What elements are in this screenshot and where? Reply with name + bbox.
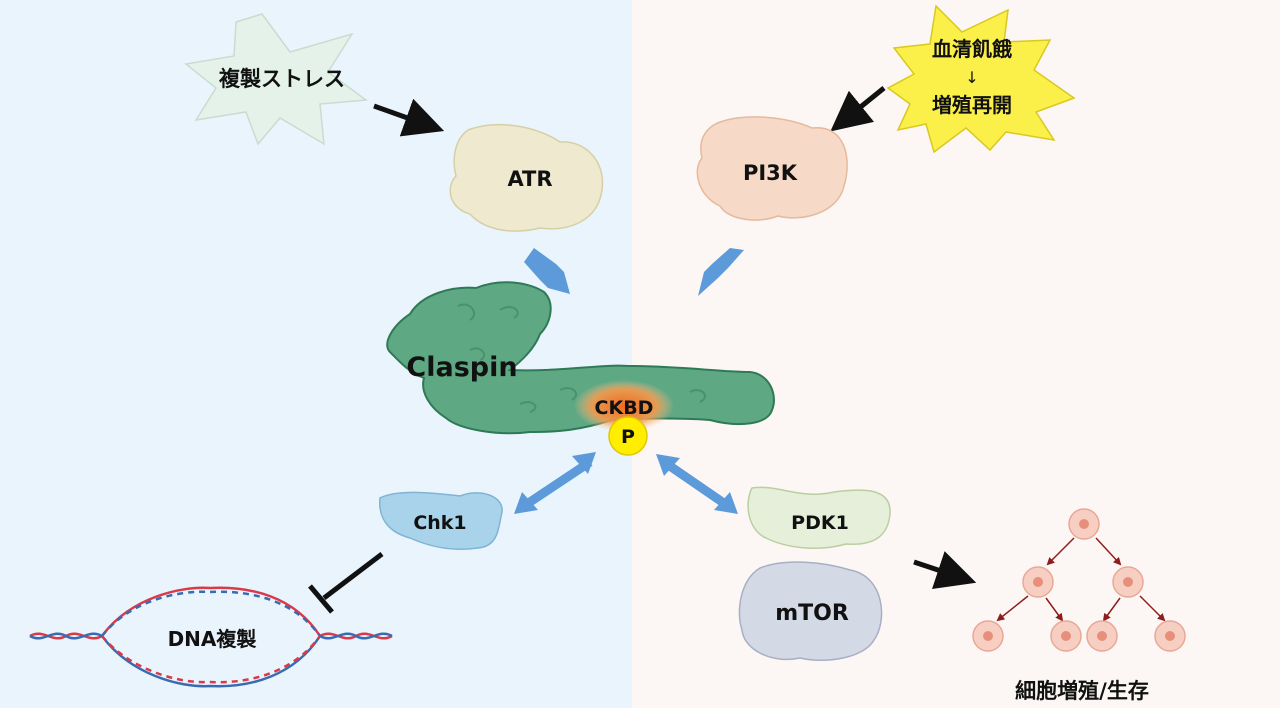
proliferation-survival-label: 細胞増殖/生存 — [1015, 679, 1149, 703]
mtor-label: mTOR — [775, 601, 849, 626]
chk1-label: Chk1 — [413, 512, 466, 534]
stress-to-atr-arrow — [373, 98, 445, 137]
ckbd-label: CKBD — [595, 397, 654, 419]
phospho-circle — [608, 416, 648, 456]
chk1-protein — [379, 491, 503, 551]
chk1-inhibits-dna-replication — [308, 552, 384, 614]
pi3k-to-claspin-arrow — [698, 248, 744, 296]
pi3k-label: PI3K — [743, 161, 798, 185]
dna-replication-label: DNA複製 — [168, 627, 257, 651]
claspin-pdk1-arrow — [656, 454, 738, 514]
atr-protein — [449, 123, 604, 232]
atr-to-claspin-arrow — [524, 248, 570, 294]
growth-restart-label: 増殖再開 — [932, 93, 1012, 117]
atr-label: ATR — [507, 167, 552, 191]
replication-stress-label: 複製ストレス — [218, 67, 345, 91]
phospho-label: P — [621, 426, 635, 448]
mtor-to-proliferation-arrow — [913, 551, 977, 590]
claspin-chk1-arrow — [514, 452, 596, 514]
pdk1-protein — [747, 486, 891, 549]
pdk1-label: PDK1 — [791, 512, 849, 534]
serum-to-pi3k-arrow — [830, 86, 886, 132]
claspin-label: Claspin — [406, 352, 517, 383]
cell-lineage-tree-icon — [972, 508, 1186, 652]
pi3k-protein — [696, 116, 848, 221]
ckbd-glow — [574, 380, 674, 432]
dna-replication-icon — [29, 586, 393, 688]
claspin-protein — [386, 281, 775, 435]
replication-stress-burst — [184, 13, 369, 146]
serum-starvation-burst — [886, 4, 1076, 154]
serum-down-arrow-icon: ↓ — [965, 68, 978, 87]
serum-starvation-label: 血清飢餓 — [932, 37, 1012, 61]
mtor-protein — [738, 561, 883, 661]
claspin-texture — [457, 303, 706, 413]
